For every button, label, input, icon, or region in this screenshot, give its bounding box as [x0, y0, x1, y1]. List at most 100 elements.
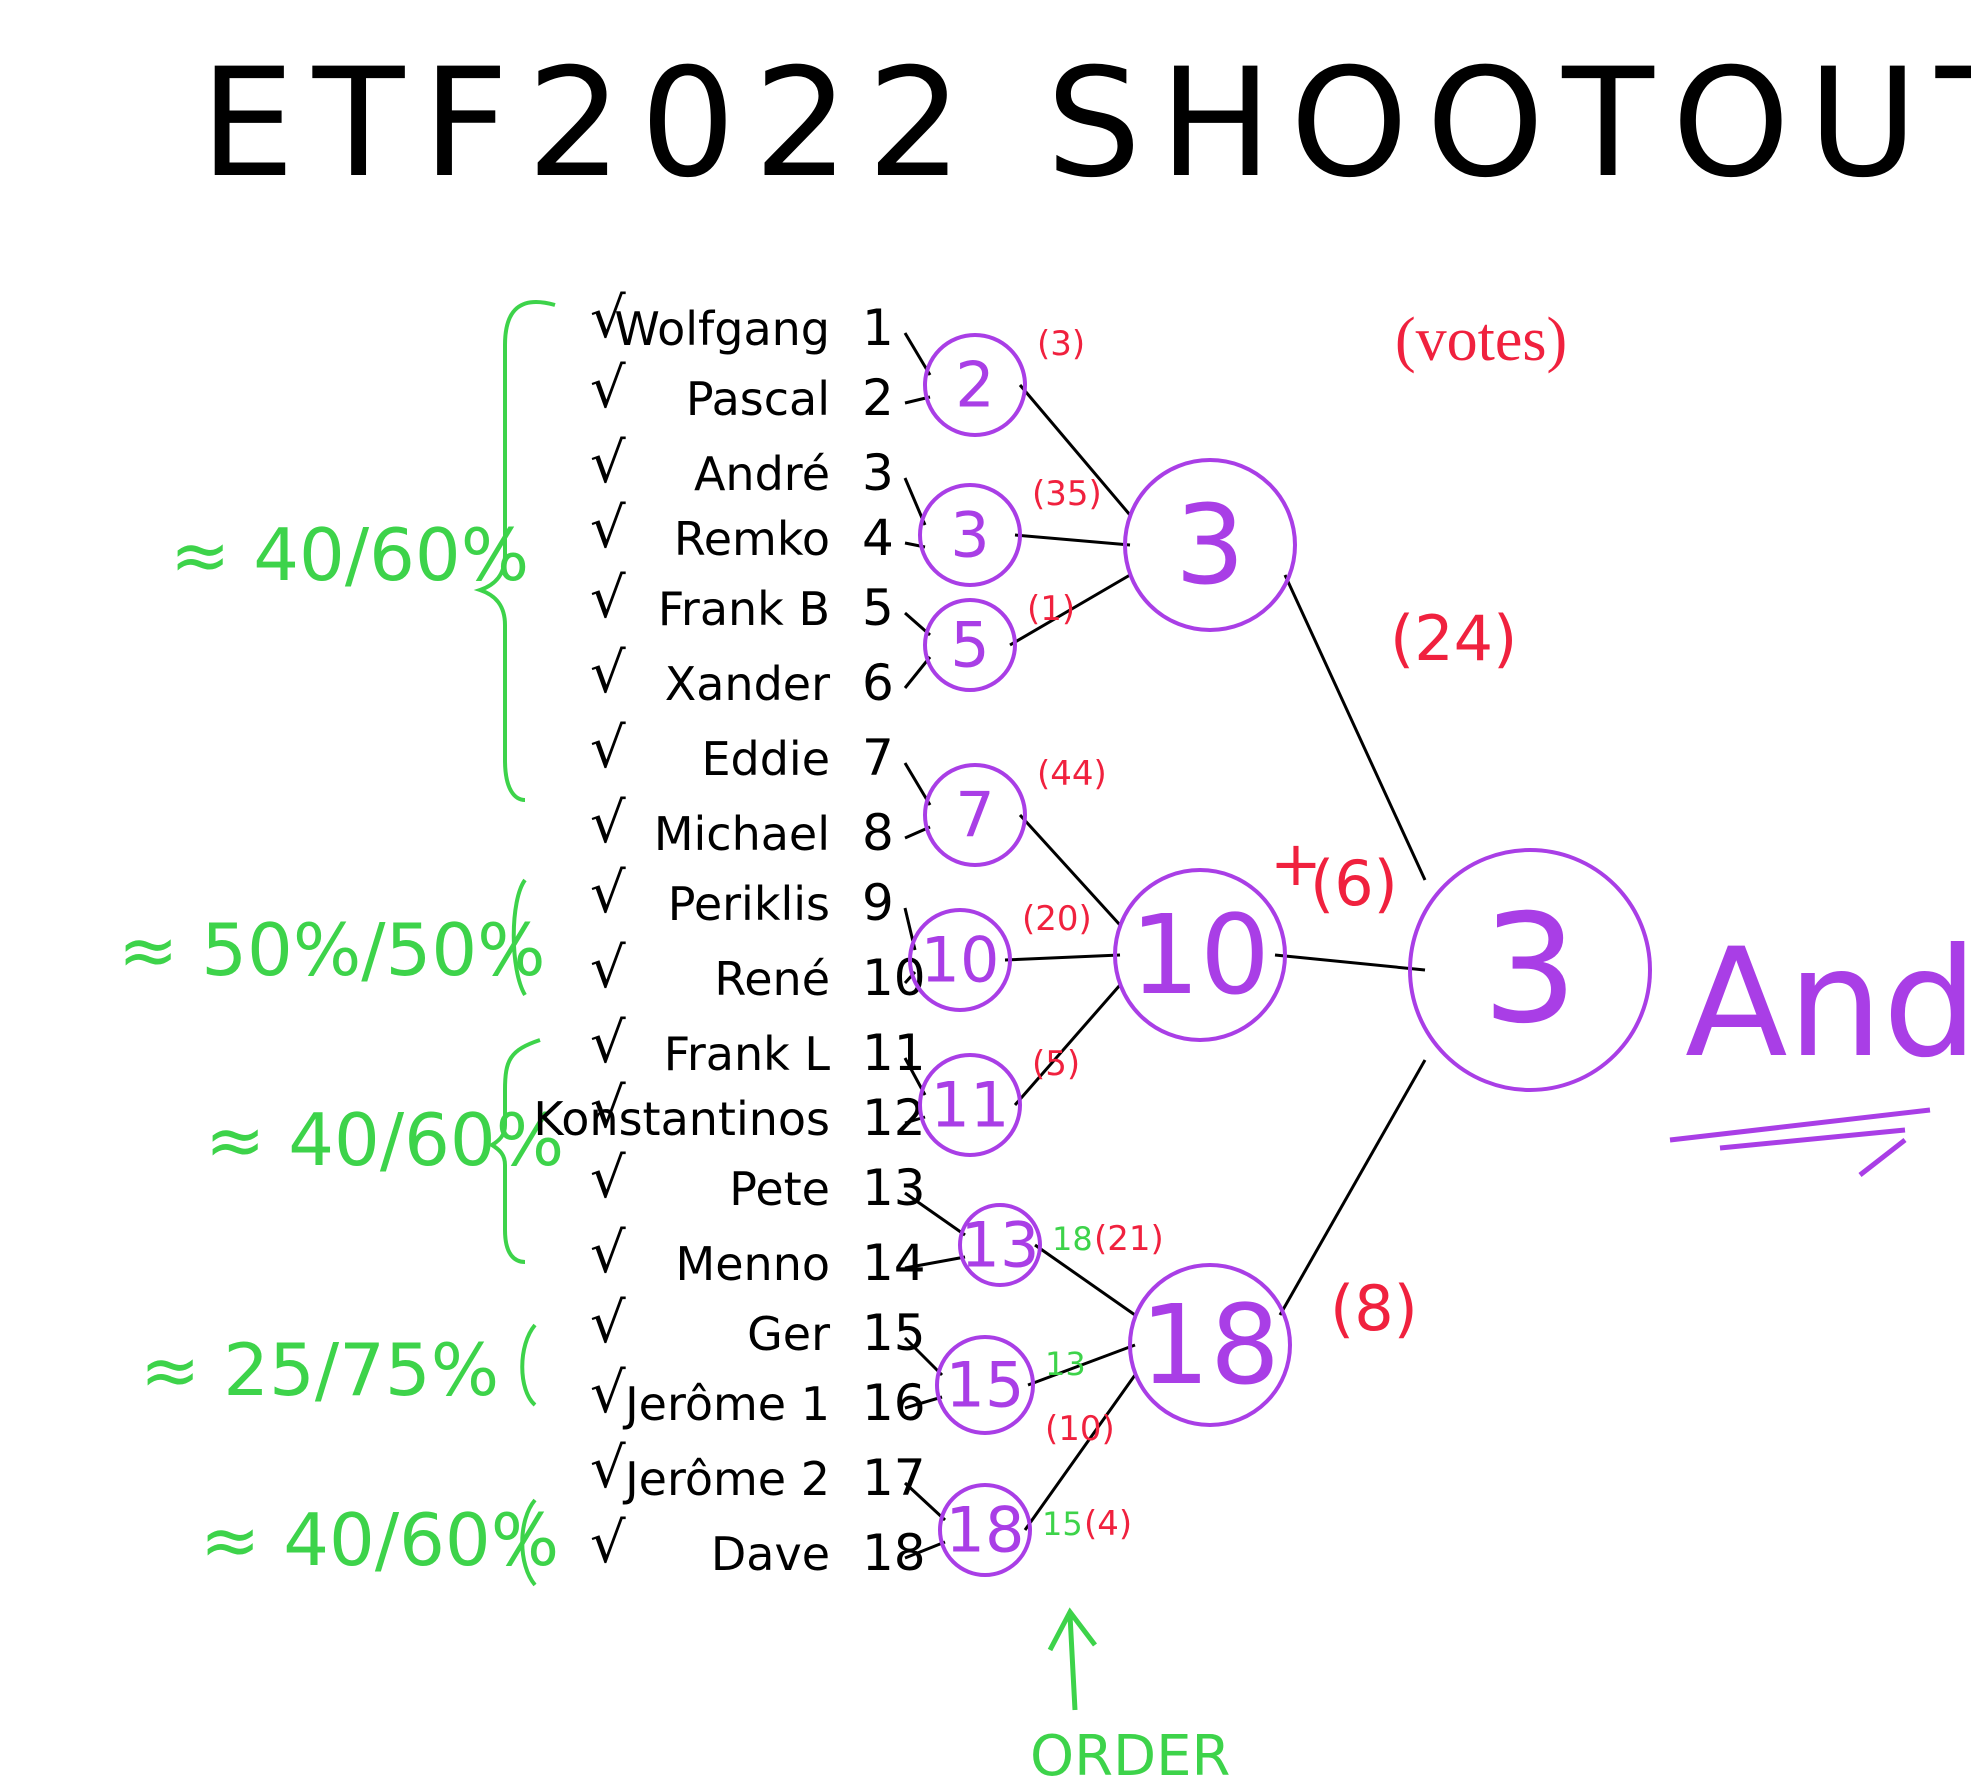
player-seed: 17 — [862, 1449, 926, 1507]
bracket-edge — [903, 1336, 944, 1377]
bracket-edge — [1283, 574, 1427, 881]
player-seed: 4 — [862, 509, 894, 567]
player-name: Frank L — [664, 1027, 831, 1081]
vote-count: (1) — [1027, 589, 1075, 629]
order-number: 13 — [1045, 1345, 1086, 1383]
winner-underline — [1669, 1107, 1931, 1177]
vote-count: (4) — [1084, 1504, 1132, 1544]
plus-mark: + — [1270, 827, 1322, 900]
vote-count: (24) — [1390, 602, 1517, 675]
node-circle — [1128, 1263, 1292, 1427]
vote-count: (5) — [1032, 1044, 1080, 1084]
bracket-edge — [904, 1255, 966, 1270]
node-winner-seed: 5 — [950, 609, 989, 682]
ratio-label-5: ≈ 40/60% — [200, 1498, 559, 1582]
bracket-edge — [1018, 813, 1122, 927]
bracket-edge — [903, 762, 932, 806]
vote-count: (6) — [1310, 847, 1398, 920]
player-name: Pete — [729, 1162, 830, 1216]
player-seed: 16 — [862, 1374, 926, 1432]
round2-node: 3 — [1123, 458, 1297, 632]
round2-node: 10 — [1113, 868, 1287, 1042]
vote-count: (8) — [1330, 1272, 1418, 1345]
vote-labels: (3)(35)(1)(44)(20)(5)18(21)13(10)15(4)(2… — [1022, 324, 1517, 1544]
player-name: André — [694, 447, 830, 501]
player-name: Xander — [665, 657, 830, 711]
round1-node: 7 — [923, 763, 1027, 867]
node-winner-seed: 13 — [961, 1209, 1040, 1282]
node-circle — [918, 1053, 1022, 1157]
bracket-edge — [1034, 1243, 1136, 1317]
bracket-edge — [904, 1395, 943, 1410]
vote-count: (10) — [1045, 1409, 1115, 1449]
round1-node: 18 — [938, 1483, 1032, 1577]
vote-count: (21) — [1094, 1219, 1164, 1259]
node-winner-seed: 15 — [946, 1349, 1025, 1422]
bracket-edge — [1018, 384, 1132, 516]
player-name: Pascal — [686, 372, 830, 426]
player-seed: 11 — [862, 1024, 926, 1082]
bracket-edge — [904, 1540, 946, 1560]
order-arrow-icon — [1047, 1607, 1097, 1711]
player-check-icon: √ — [590, 1291, 626, 1356]
round1-node: 15 — [935, 1335, 1035, 1435]
node-circle — [923, 333, 1027, 437]
order-number: 18 — [1052, 1220, 1093, 1258]
player-check-icon: √ — [590, 1076, 626, 1141]
ratio-brace-3 — [488, 1038, 541, 1264]
bracket-edge — [903, 1481, 947, 1522]
player-check-icon: √ — [590, 431, 626, 496]
ratio-brace-5 — [520, 1498, 537, 1587]
player-name: René — [714, 952, 830, 1006]
ratio-label-2: ≈ 50%/50% — [118, 908, 546, 992]
player-seed: 8 — [862, 804, 894, 862]
player-seed: 3 — [862, 444, 894, 502]
player-name: Eddie — [701, 732, 830, 786]
bracket-edge — [1014, 533, 1131, 547]
player-check-icon: √ — [590, 1511, 626, 1576]
order-number: 15 — [1042, 1505, 1083, 1543]
node-winner-seed: 3 — [950, 499, 989, 572]
player-check-icon: √ — [590, 716, 626, 781]
bracket-edge — [1023, 1374, 1137, 1531]
player-check-icon: √ — [590, 1436, 626, 1501]
round1-node: 5 — [923, 598, 1017, 692]
node-circle — [908, 908, 1012, 1012]
ratio-label-3: ≈ 40/60% — [205, 1098, 564, 1182]
player-seed: 15 — [862, 1304, 926, 1362]
bracket-edge — [1278, 1059, 1427, 1316]
bracket-edge — [1004, 953, 1121, 962]
node-winner-seed: 11 — [931, 1069, 1010, 1142]
node-winner-seed: 2 — [955, 349, 994, 422]
node-circle — [935, 1335, 1035, 1435]
vote-count: (3) — [1037, 324, 1085, 364]
vote-count: (44) — [1037, 754, 1107, 794]
player-check-icon: √ — [590, 496, 626, 561]
player-seed: 7 — [862, 729, 894, 787]
bracket-edge — [1013, 984, 1122, 1106]
winner-name: André — [1685, 917, 1971, 1091]
player-name: Wolfgang — [614, 302, 830, 356]
player-check-icon: √ — [590, 1011, 626, 1076]
node-winner-seed: 7 — [955, 779, 994, 852]
diagram-title: ETF2022 SHOOTOUT — [200, 37, 1971, 211]
player-name: Periklis — [668, 877, 830, 931]
player-name: Jerôme 2 — [622, 1452, 830, 1506]
bracket-edge — [1027, 1343, 1136, 1387]
node-circle — [958, 1203, 1042, 1287]
round1-node: 10 — [908, 908, 1012, 1012]
player-seed: 1 — [862, 299, 894, 357]
player-name: Konstantinos — [533, 1092, 830, 1146]
bracket-edge — [903, 332, 932, 376]
player-check-icon: √ — [590, 936, 626, 1001]
node-winner-seed: 18 — [946, 1494, 1025, 1567]
bracket-edge — [1009, 573, 1131, 647]
node-circle — [938, 1483, 1032, 1577]
node-circle — [1113, 868, 1287, 1042]
ratio-label-4: ≈ 25/75% — [140, 1328, 499, 1412]
round1-node: 13 — [958, 1203, 1042, 1287]
player-name: Menno — [676, 1237, 830, 1291]
